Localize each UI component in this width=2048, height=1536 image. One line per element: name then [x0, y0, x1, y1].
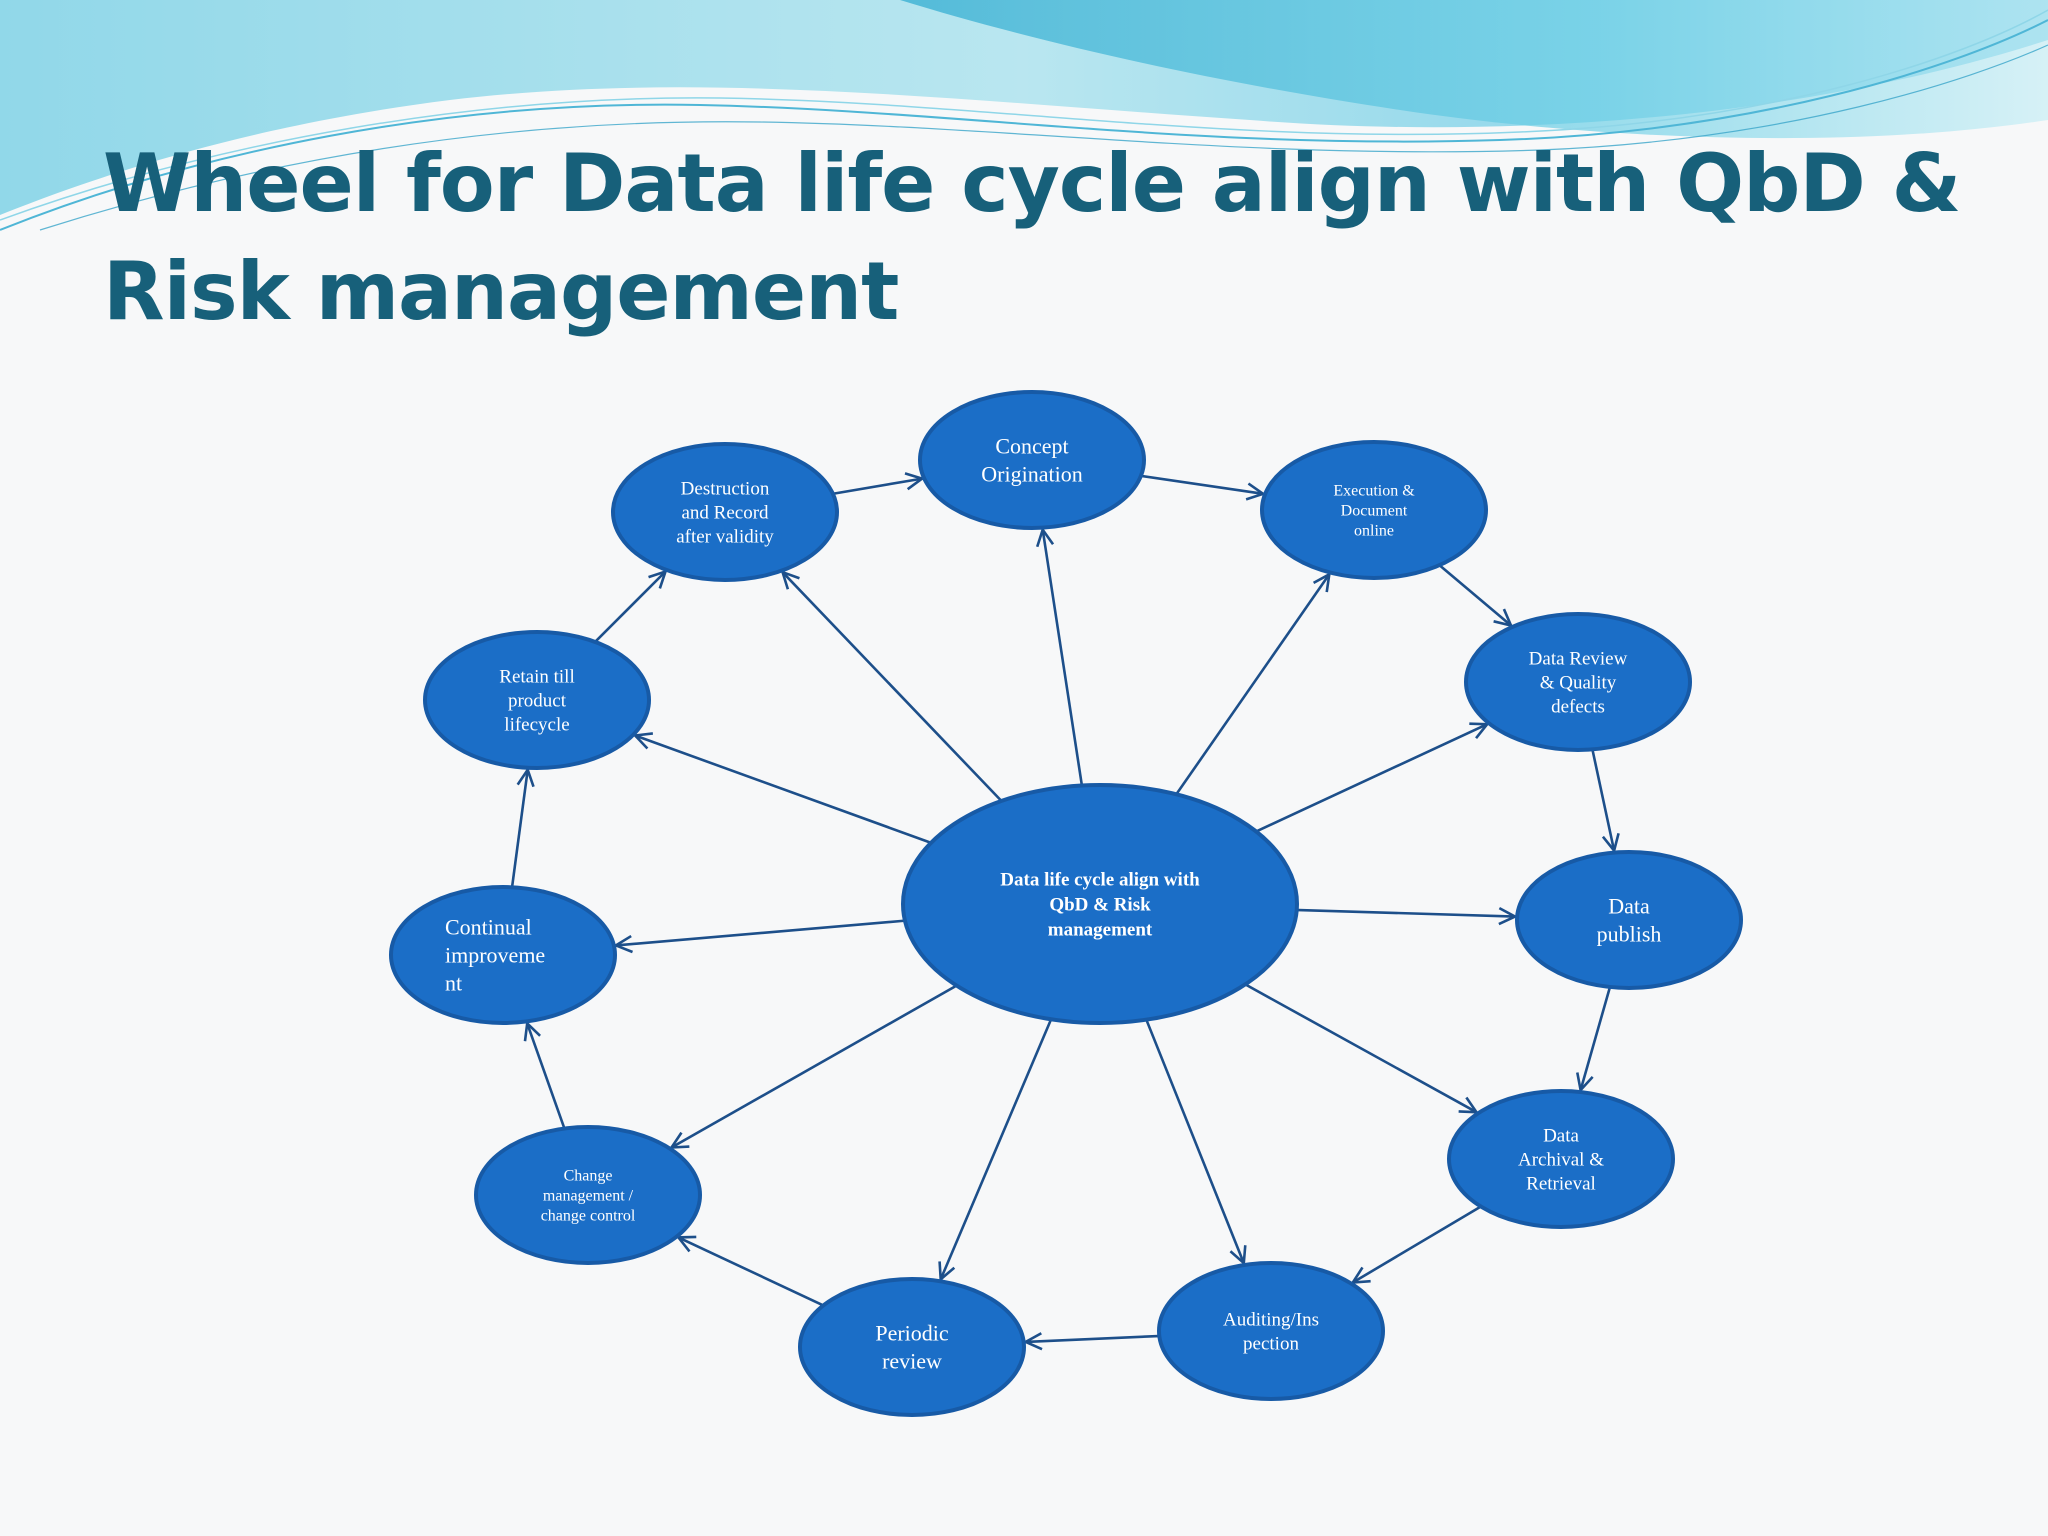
cycle-arrow-review-to-publish: [1590, 747, 1614, 851]
node-center-label-line: Data life cycle align with: [1000, 870, 1200, 891]
node-retain-label-line: lifecycle: [504, 715, 569, 736]
node-periodic: Periodic review: [798, 1277, 1026, 1417]
cycle-arrow-execution-to-review: [1437, 562, 1511, 626]
node-center-label-line: QbD & Risk: [1049, 895, 1151, 916]
node-continual-label-line: improveme: [445, 943, 545, 968]
spoke-arrow-center-to-archival: [1242, 982, 1477, 1112]
node-periodic-ellipse: [798, 1277, 1026, 1417]
cycle-arrow-concept-to-execution: [1138, 474, 1263, 494]
node-auditing-label-line: Auditing/Ins: [1223, 1310, 1319, 1331]
node-review-label-line: defects: [1551, 697, 1605, 718]
node-publish-label-line: Data: [1608, 894, 1650, 919]
node-execution-label-line: online: [1354, 523, 1394, 540]
node-retain-label-line: product: [508, 691, 567, 712]
node-change-label-line: change control: [541, 1208, 636, 1225]
node-change: Change management / change control: [474, 1125, 702, 1265]
node-retain: Retain till product lifecycle: [423, 630, 651, 770]
cycle-arrow-destruction-to-concept: [830, 479, 922, 496]
node-archival-ellipse: [1447, 1089, 1675, 1229]
node-continual-ellipse: [389, 885, 617, 1025]
node-change-label-line: management /: [543, 1188, 634, 1205]
node-execution-label-line: Document: [1341, 503, 1408, 520]
spoke-arrow-center-to-periodic: [941, 1016, 1054, 1279]
node-concept-ellipse: [918, 390, 1146, 530]
node-destruction-label-line: after validity: [676, 527, 774, 548]
node-review-label-line: Data Review: [1529, 649, 1628, 670]
spoke-arrow-center-to-publish: [1294, 910, 1515, 917]
node-change-label-line: Change: [564, 1168, 613, 1185]
cycle-arrow-change-to-continual: [527, 1023, 567, 1131]
spoke-arrow-center-to-continual: [616, 919, 908, 946]
node-continual-label-line: nt: [445, 971, 462, 996]
node-review-ellipse: [1464, 612, 1692, 752]
slide-title: Wheel for Data life cycle align with QbD…: [103, 137, 1961, 338]
node-auditing-label-line: pection: [1243, 1334, 1299, 1355]
node-change-ellipse: [474, 1125, 702, 1265]
node-continual-label-line: Continual: [445, 915, 532, 940]
node-destruction: Destruction and Record after validity: [611, 442, 839, 582]
node-publish: Data publish: [1515, 850, 1743, 990]
spoke-arrow-center-to-review: [1253, 724, 1487, 834]
cycle-arrow-publish-to-archival: [1581, 984, 1612, 1090]
cycle-arrow-archival-to-auditing: [1353, 1204, 1484, 1283]
node-execution-ellipse: [1260, 440, 1488, 580]
node-concept-label-line: Origination: [981, 462, 1082, 487]
arrows-layer: [510, 474, 1614, 1342]
spoke-arrow-center-to-change: [672, 983, 959, 1148]
node-auditing-ellipse: [1157, 1261, 1385, 1401]
node-archival-label-line: Archival &: [1518, 1150, 1604, 1171]
spoke-arrow-center-to-retain: [635, 736, 934, 845]
node-destruction-label-line: Destruction: [681, 479, 770, 500]
cycle-arrow-auditing-to-periodic: [1026, 1336, 1162, 1342]
node-retain-ellipse: [423, 630, 651, 770]
spoke-arrow-center-to-auditing: [1144, 1017, 1244, 1263]
node-center-ellipse: [901, 783, 1299, 1025]
cycle-arrow-periodic-to-change: [678, 1237, 826, 1308]
cycle-arrow-retain-to-destruction: [592, 572, 666, 645]
node-archival-label-line: Retrieval: [1526, 1174, 1596, 1195]
node-review-label-line: & Quality: [1540, 673, 1617, 694]
node-concept-label-line: Concept: [995, 434, 1068, 459]
spoke-arrow-center-to-destruction: [783, 572, 1004, 804]
cycle-arrow-continual-to-retain: [510, 770, 528, 890]
node-destruction-ellipse: [611, 442, 839, 582]
node-publish-label-line: publish: [1597, 922, 1662, 947]
node-continual: Continual improveme nt: [389, 885, 617, 1025]
node-auditing: Auditing/Ins pection: [1157, 1261, 1385, 1401]
spoke-arrow-center-to-concept: [1043, 530, 1084, 788]
node-execution: Execution & Document online: [1260, 440, 1488, 580]
node-archival-label-line: Data: [1543, 1126, 1579, 1147]
node-destruction-label-line: and Record: [681, 503, 769, 524]
node-publish-ellipse: [1515, 850, 1743, 990]
node-retain-label-line: Retain till: [499, 667, 574, 688]
node-periodic-label-line: Periodic: [875, 1321, 949, 1346]
node-center-label-line: management: [1048, 920, 1153, 941]
node-periodic-label-line: review: [882, 1349, 942, 1374]
node-execution-label-line: Execution &: [1333, 483, 1415, 500]
spoke-arrow-center-to-execution: [1174, 574, 1329, 797]
node-review: Data Review & Quality defects: [1464, 612, 1692, 752]
